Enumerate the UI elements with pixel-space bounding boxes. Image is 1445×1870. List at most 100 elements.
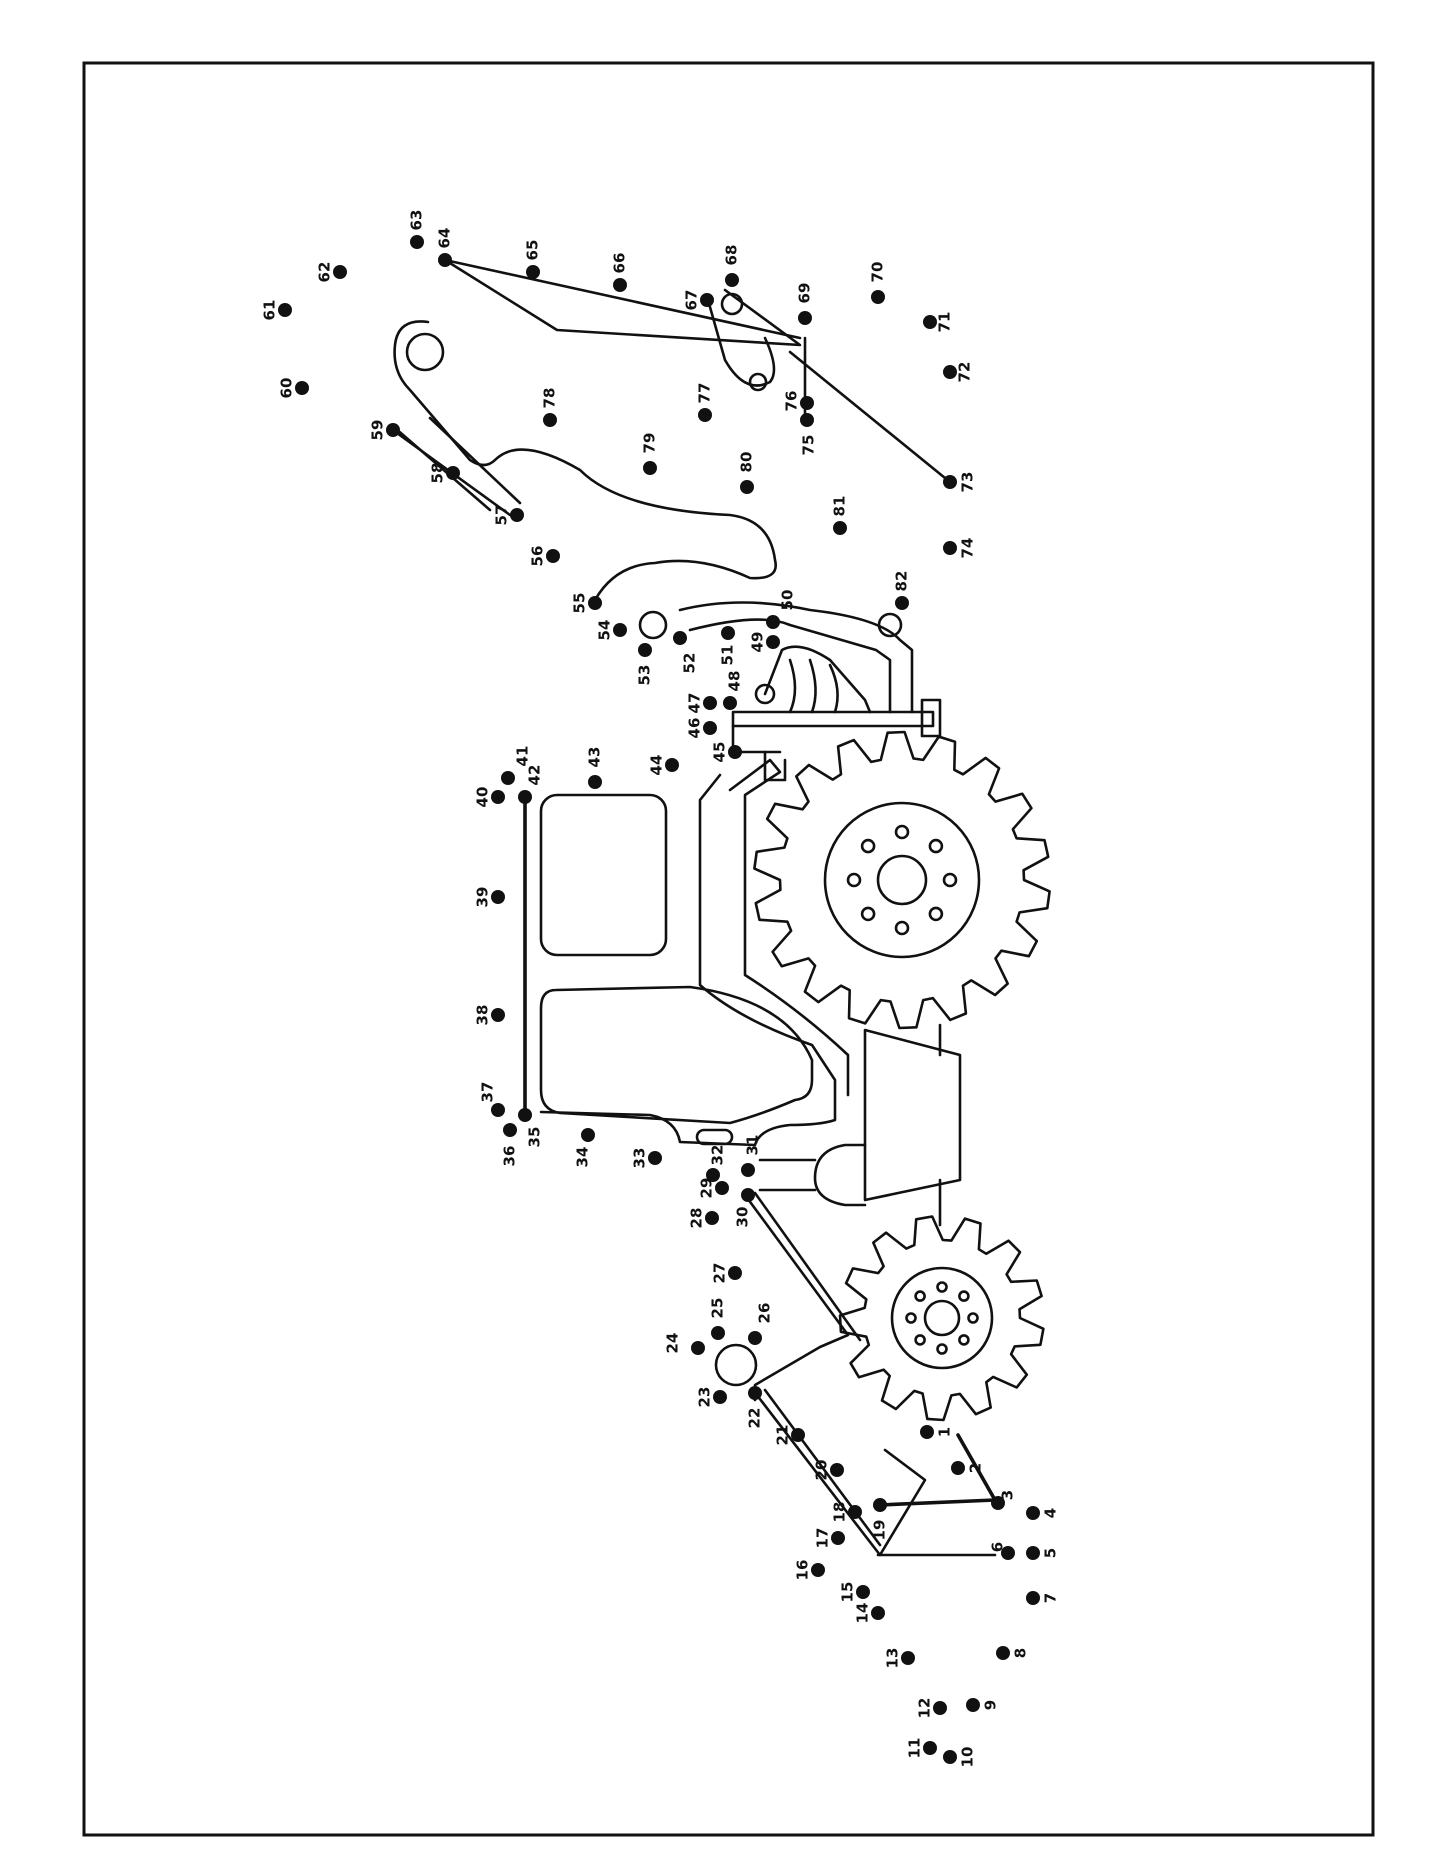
dot-label: 49: [749, 632, 767, 653]
dot-77: [698, 408, 712, 422]
rear-wheel-rim: [823, 801, 981, 959]
dot-label: 18: [831, 1502, 849, 1523]
dot-label: 65: [524, 240, 542, 261]
wheel-bolt: [894, 920, 910, 936]
dot-label: 63: [408, 210, 426, 231]
dot-40: [491, 790, 505, 804]
wheel-bolt: [905, 1312, 917, 1324]
dot-6: [1001, 1546, 1015, 1560]
dot-57: [510, 508, 524, 522]
dot-73: [943, 475, 957, 489]
rear-wheel-hub: [876, 854, 928, 906]
dot-62: [333, 265, 347, 279]
dot-label: 72: [956, 362, 974, 383]
dot-label: 41: [514, 746, 532, 767]
step-block: [813, 1143, 867, 1207]
dot-label: 47: [686, 693, 704, 714]
dot-label: 17: [814, 1528, 832, 1549]
dot-41: [501, 771, 515, 785]
rear-panel: [763, 750, 787, 782]
dot-16: [811, 1563, 825, 1577]
dot-15: [856, 1585, 870, 1599]
dot-label: 32: [709, 1145, 727, 1166]
dot-label: 12: [916, 1698, 934, 1719]
wheel-bolt: [936, 1343, 948, 1355]
dot-label: 42: [526, 765, 544, 786]
dot-label: 3: [999, 1490, 1017, 1500]
dot-43: [588, 775, 602, 789]
dot-23: [713, 1390, 727, 1404]
dot-36: [503, 1123, 517, 1137]
dot-12: [933, 1701, 947, 1715]
dot-50: [766, 615, 780, 629]
upper-beam: [443, 258, 802, 347]
dot-label: 59: [369, 420, 387, 441]
dot-label: 21: [774, 1425, 792, 1446]
dot-11: [923, 1741, 937, 1755]
dot-18: [848, 1505, 862, 1519]
dot-53: [638, 643, 652, 657]
dot-label: 40: [474, 787, 492, 808]
dot-label: 46: [686, 718, 704, 739]
dot-9: [966, 1698, 980, 1712]
dot-label: 50: [779, 590, 797, 611]
dot-5: [1026, 1546, 1040, 1560]
dot-label: 5: [1042, 1548, 1060, 1558]
dot-8: [996, 1646, 1010, 1660]
dot-label: 82: [893, 571, 911, 592]
arm-pivot: [405, 332, 445, 372]
wheel-bolt: [894, 824, 910, 840]
dot-label: 16: [794, 1560, 812, 1581]
dot-38: [491, 1008, 505, 1022]
arm-brace-2: [393, 426, 492, 512]
drawbar-eye: [714, 1343, 758, 1387]
beam-pin-2: [748, 372, 768, 392]
beam-diagonal: [788, 350, 947, 480]
dot-26: [748, 1331, 762, 1345]
dot-label: 23: [696, 1387, 714, 1408]
dot-label: 80: [738, 452, 756, 473]
dot-25: [711, 1326, 725, 1340]
dot-label: 24: [664, 1333, 682, 1354]
dot-55: [588, 596, 602, 610]
dot-label: 52: [681, 653, 699, 674]
front-wheel-tire: [838, 1215, 1045, 1422]
dot-28: [705, 1211, 719, 1225]
dot-34: [581, 1128, 595, 1142]
hood-line: [728, 758, 850, 1097]
dot-13: [901, 1651, 915, 1665]
dot-label: 77: [696, 383, 714, 404]
dot-58: [446, 466, 460, 480]
dot-49: [766, 635, 780, 649]
dot-label: 58: [429, 463, 447, 484]
dot-label: 81: [831, 496, 849, 517]
dot-label: 25: [709, 1298, 727, 1319]
tractor-outline: [388, 258, 1051, 1557]
dot-37: [491, 1103, 505, 1117]
dot-label: 34: [574, 1147, 592, 1168]
dot-label: 6: [989, 1542, 1007, 1552]
linkage-arm-inner: [688, 618, 892, 714]
dot-20: [830, 1463, 844, 1477]
linkage-arm: [678, 601, 914, 714]
front-wheel-rim: [890, 1266, 994, 1370]
dot-65: [526, 265, 540, 279]
dot-label: 26: [756, 1303, 774, 1324]
dot-label: 60: [278, 378, 296, 399]
dot-label: 54: [596, 620, 614, 641]
dot-17: [831, 1531, 845, 1545]
guide-lines: [523, 793, 997, 1507]
wheel-bolt: [928, 906, 944, 922]
dot-51: [721, 626, 735, 640]
dot-label: 10: [959, 1747, 977, 1768]
dot-label: 68: [723, 245, 741, 266]
dot-7: [1026, 1591, 1040, 1605]
cab-window-upper: [539, 793, 668, 957]
wheel-bolt: [936, 1281, 948, 1293]
front-wheel-bolts: [905, 1281, 979, 1355]
dot-22: [748, 1386, 762, 1400]
dot-label: 29: [698, 1178, 716, 1199]
dot-label: 62: [316, 262, 334, 283]
beam-pin: [720, 292, 744, 316]
